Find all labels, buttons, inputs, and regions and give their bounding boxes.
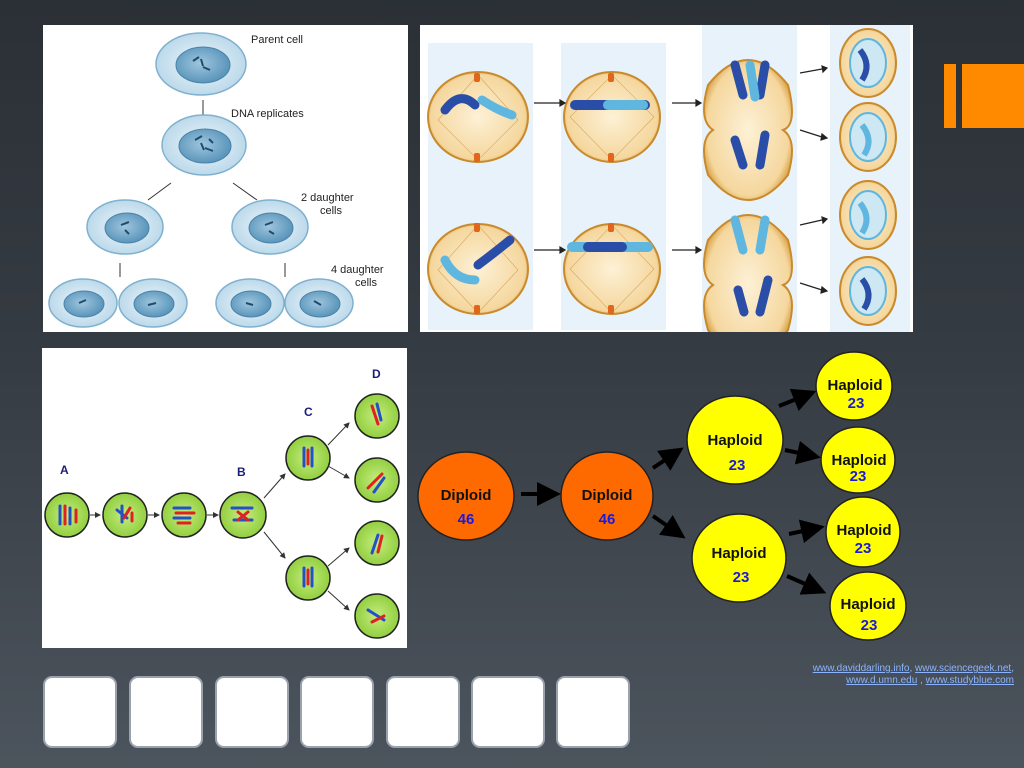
haploid-count-5: 23 [855, 540, 872, 557]
diploid-count-2: 46 [599, 511, 616, 528]
haploid-label-1: Haploid [708, 432, 763, 449]
anaphase-cells [703, 59, 793, 332]
haploid-label-4: Haploid [832, 452, 887, 469]
metaphase-cells [563, 71, 661, 315]
blank-tile-6[interactable] [471, 676, 545, 748]
haploid-label-6: Haploid [841, 596, 896, 613]
stage-label-b: B [237, 465, 246, 479]
blank-tile-1[interactable] [43, 676, 117, 748]
accent-bar-wide [962, 64, 1024, 128]
haploid-count-3: 23 [848, 395, 865, 412]
blank-tile-3[interactable] [215, 676, 289, 748]
blank-tile-2[interactable] [129, 676, 203, 748]
haploid-count-1: 23 [729, 457, 746, 474]
meiosis-illustration [420, 25, 913, 332]
source-link-studyblue[interactable]: www.studyblue.com [925, 675, 1014, 686]
telophase-cells [839, 28, 897, 326]
diploid-label-2: Diploid [582, 487, 633, 504]
source-link-dumn[interactable]: www.d.umn.edu [846, 675, 918, 686]
haploid-count-4: 23 [850, 468, 867, 485]
diploid-label-1: Diploid [441, 487, 492, 504]
replicating-cell [161, 114, 247, 176]
stage-arrows [534, 65, 829, 294]
stage-arrows-green [90, 422, 350, 611]
haploid-node-2: Haploid 23 [691, 513, 787, 603]
haploid-node-5: Haploid 23 [825, 496, 901, 568]
haploid-count-6: 23 [861, 617, 878, 634]
diploid-count-1: 46 [458, 511, 475, 528]
blank-tile-7[interactable] [556, 676, 630, 748]
source-link-sciencegeek[interactable]: www.sciencegeek.net [915, 663, 1012, 674]
parent-cell [155, 32, 247, 96]
haploid-node-3: Haploid 23 [815, 351, 893, 421]
haploid-label-3: Haploid [828, 377, 883, 394]
green-cells [44, 393, 400, 639]
haploid-label-2: Haploid [712, 545, 767, 562]
diploid-node-1: Diploid 46 [417, 451, 515, 541]
daughter-cell-right [231, 199, 309, 255]
chromosomes [58, 402, 386, 624]
blank-tile-5[interactable] [386, 676, 460, 748]
four-daughter-label-line1: 4 daughter [331, 264, 384, 276]
cell-division-diagram: Parent cell DNA replicates 2 daughter ce… [43, 25, 408, 332]
haploid-count-2: 23 [733, 569, 750, 586]
stage-label-c: C [304, 405, 313, 419]
two-daughter-label-line2: cells [320, 205, 343, 217]
haploid-node-1: Haploid 23 [686, 395, 784, 485]
prophase-cells [427, 71, 529, 315]
diploid-node-2: Diploid 46 [560, 451, 654, 541]
haploid-label-5: Haploid [837, 522, 892, 539]
meiosis-stages-diagram: A B C D [42, 348, 407, 648]
haploid-node-4: Haploid 23 [820, 426, 896, 494]
blank-tile-4[interactable] [300, 676, 374, 748]
four-daughter-cells [48, 278, 354, 328]
stage-label-a: A [60, 463, 69, 477]
dna-replicates-label: DNA replicates [231, 108, 304, 120]
source-link-daviddarling[interactable]: www.daviddarling.info [812, 663, 910, 674]
parent-cell-label: Parent cell [251, 34, 303, 46]
ploidy-flow-diagram: Diploid 46 Diploid 46 Haploid 23 Haploid… [417, 351, 907, 641]
four-daughter-label-line2: cells [355, 277, 378, 289]
daughter-cell-left [86, 199, 164, 255]
stage-label-d: D [372, 367, 381, 381]
haploid-node-6: Haploid 23 [829, 571, 907, 641]
accent-bar-thin [944, 64, 956, 128]
two-daughter-label-line1: 2 daughter [301, 192, 354, 204]
source-credits: www.daviddarling.info, www.sciencegeek.n… [812, 663, 1014, 686]
